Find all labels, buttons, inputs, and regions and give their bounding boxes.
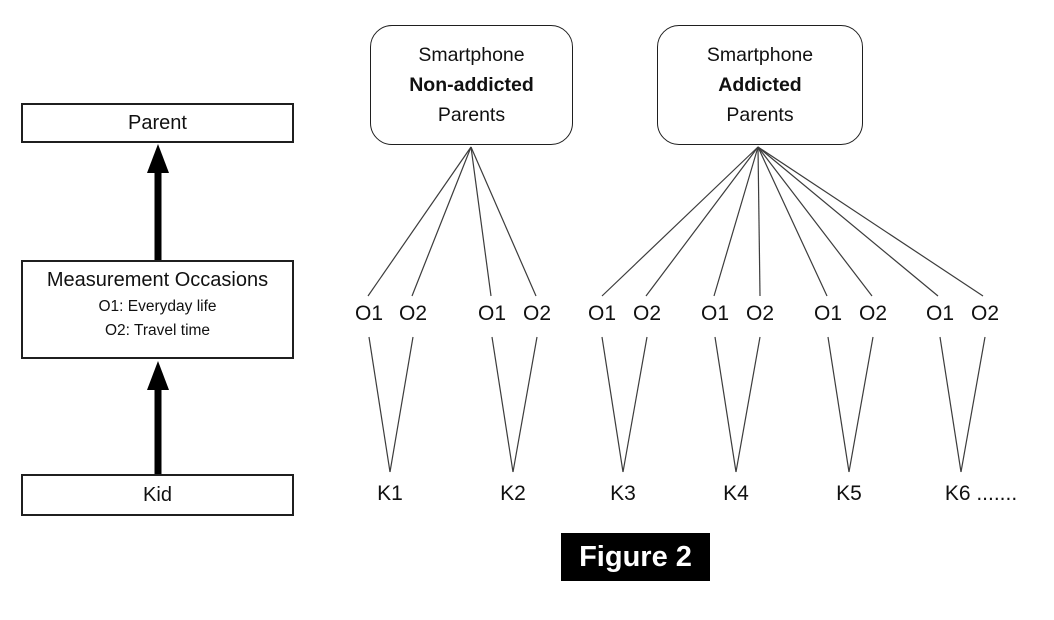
- group-a-line3: Parents: [437, 104, 506, 126]
- figure-caption: Figure 2: [561, 533, 710, 581]
- group-b-line2: Addicted: [718, 74, 802, 96]
- up-arrow-measurement-to-parent: [147, 144, 169, 261]
- occasion-label-k6-o1: O1: [925, 302, 955, 325]
- figure-caption-text: Figure 2: [579, 540, 692, 573]
- group-b-line1: Smartphone: [706, 44, 814, 66]
- occasion-label-k4-o1: O1: [700, 302, 730, 325]
- group-b-line3: Parents: [726, 104, 794, 126]
- parent-box: Parent: [21, 103, 294, 143]
- occasion-label-k1-o1: O1: [354, 302, 384, 325]
- occasion-label-k6-o2: O2: [970, 302, 1000, 325]
- occasion-label-k5-o2: O2: [858, 302, 888, 325]
- occasion-label-k1-o2: O2: [398, 302, 428, 325]
- occasion-label-k5-o1: O1: [813, 302, 843, 325]
- occasion-label-k4-o2: O2: [745, 302, 775, 325]
- non-addicted-parents-box: Smartphone Non-addicted Parents: [370, 25, 573, 145]
- addicted-fan-lines: [601, 146, 984, 297]
- kid-label-k4: K4: [723, 482, 749, 505]
- occasion-label-k2-o1: O1: [477, 302, 507, 325]
- kid-label: Kid: [143, 483, 172, 506]
- kid-label-k2: K2: [500, 482, 526, 505]
- kid-label-k6: K6 .......: [944, 482, 1018, 505]
- addicted-parents-box: Smartphone Addicted Parents: [657, 25, 863, 145]
- kid-label-k5: K5: [836, 482, 862, 505]
- parent-label: Parent: [128, 111, 187, 134]
- measurement-occasions-title: Measurement Occasions: [46, 269, 269, 291]
- up-arrow-kid-to-measurement: [147, 361, 169, 474]
- group-a-line2: Non-addicted: [409, 74, 534, 96]
- occasion-label-k3-o2: O2: [632, 302, 662, 325]
- kid-v-lines: [368, 336, 986, 473]
- occasion-1-definition: O1: Everyday life: [98, 298, 217, 315]
- kid-box: Kid: [21, 474, 294, 516]
- kid-label-k1: K1: [377, 482, 403, 505]
- non-addicted-fan-lines: [367, 146, 537, 297]
- occasion-label-k3-o1: O1: [587, 302, 617, 325]
- occasion-2-definition: O2: Travel time: [104, 322, 211, 339]
- occasion-label-k2-o2: O2: [522, 302, 552, 325]
- measurement-occasions-box: Measurement Occasions O1: Everyday life …: [21, 260, 294, 359]
- kid-label-k3: K3: [610, 482, 636, 505]
- group-a-line1: Smartphone: [418, 44, 525, 66]
